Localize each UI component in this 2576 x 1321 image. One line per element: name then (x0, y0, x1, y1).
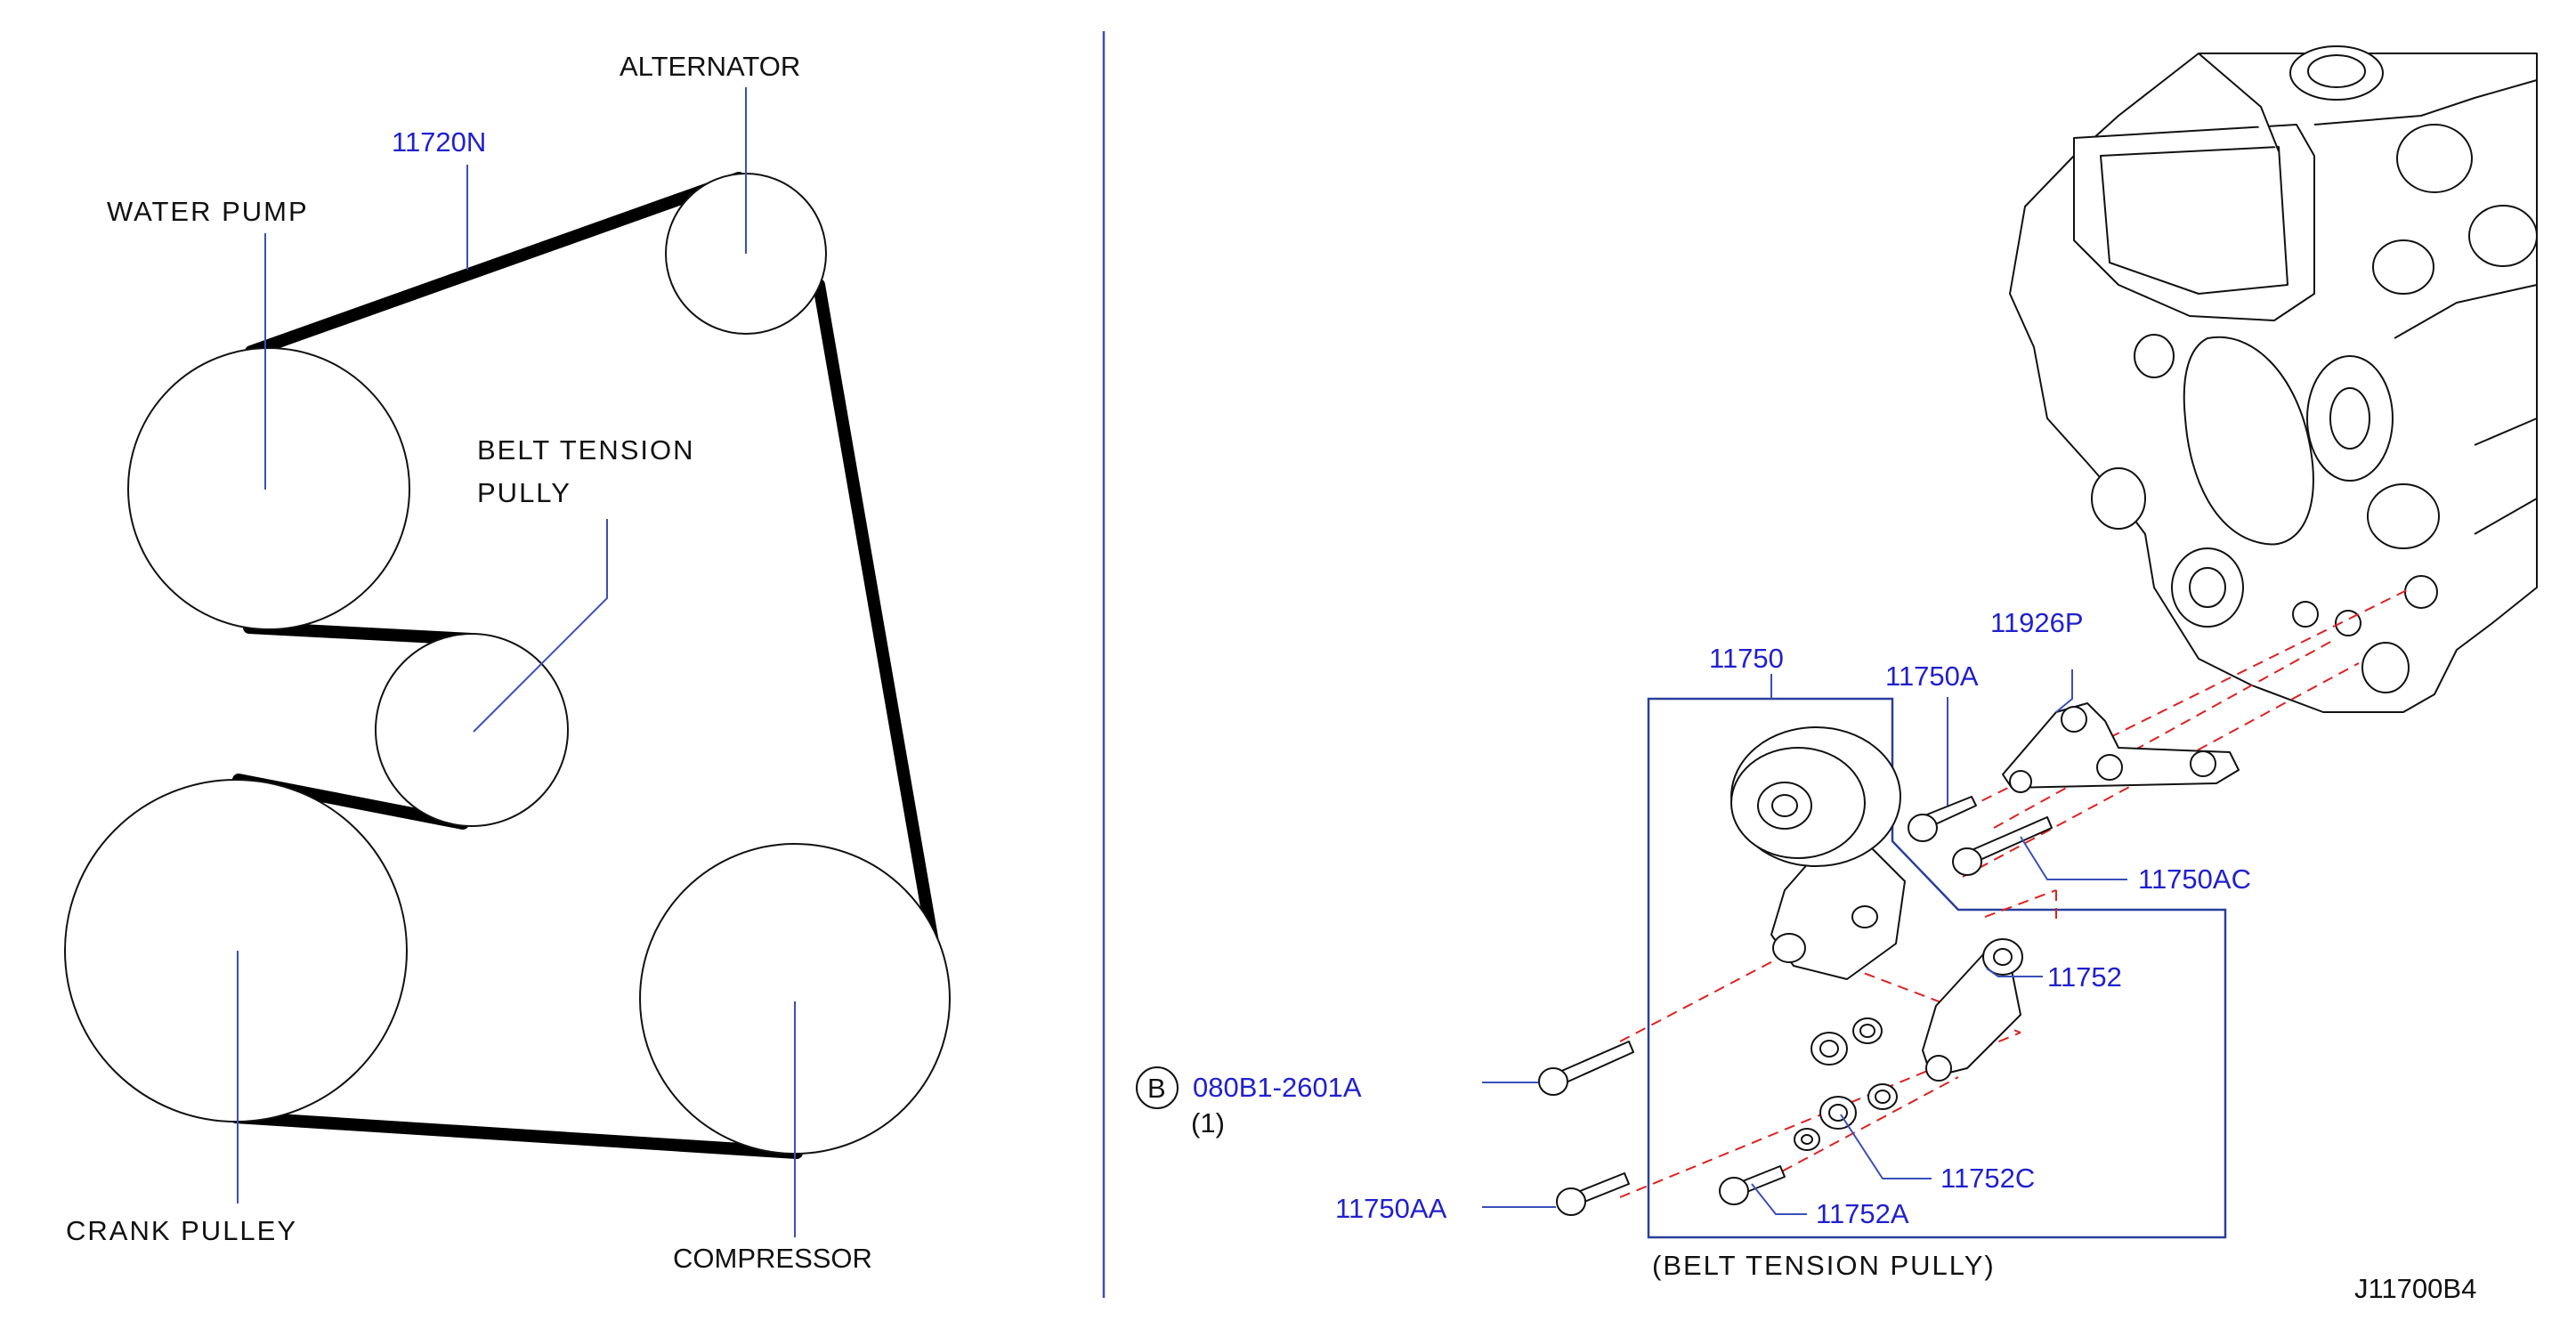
water-pump-pulley (127, 347, 410, 630)
part-11926p-label: 11926P (1990, 607, 2084, 638)
bracket-11926p (2002, 702, 2240, 793)
belt-tension-pulley (375, 633, 569, 827)
bolt-b-marker: B (1147, 1073, 1166, 1104)
bolt-b-marker-circle (1136, 1066, 1179, 1109)
bushings (1794, 1017, 1898, 1151)
bolt-11750a (1908, 796, 1977, 842)
bolt-080b1-2601a (1538, 1041, 1634, 1096)
belt-tension-label-line1: BELT TENSION (477, 434, 695, 466)
exploded-view: 11750 11926P 11750A 11750AC 11752 11752C… (1136, 45, 2538, 1281)
tensioner-caption: (BELT TENSION PULLY) (1652, 1250, 1996, 1281)
belt-tension-leader (473, 519, 608, 733)
part-080b1-2601a-label: 080B1-2601A (1193, 1072, 1362, 1103)
water-pump-label: WATER PUMP (107, 196, 309, 227)
part-11752-label: 11752 (2047, 961, 2122, 993)
bolt-11752a (1719, 1165, 1786, 1205)
part-11752c-label: 11752C (1940, 1163, 2035, 1194)
belt-routing-diagram: ALTERNATOR 11720N WATER PUMP BELT TENSIO… (64, 51, 951, 1274)
alternator-label: ALTERNATOR (620, 51, 800, 82)
part-11750-label: 11750 (1709, 643, 1784, 674)
part-11750aa-label: 11750AA (1335, 1193, 1447, 1224)
tensioner-pulley-part (1730, 726, 1906, 980)
part-11752a-label: 11752A (1816, 1198, 1909, 1229)
damper-part (1922, 938, 2023, 1082)
diagram-code: J11700B4 (2354, 1273, 2476, 1304)
belt-part-number: 11720N (392, 126, 486, 158)
bolt-11750aa (1556, 1172, 1630, 1216)
crank-pulley-label: CRANK PULLEY (66, 1215, 297, 1246)
part-leaders (1482, 669, 2127, 1215)
compressor-label: COMPRESSOR (673, 1243, 872, 1274)
bolt-11750ac (1952, 816, 2053, 876)
part-11750a-label: 11750A (1885, 660, 1979, 692)
belt-tension-label-line2: PULLY (477, 477, 571, 508)
crank-pulley (64, 779, 408, 1122)
tensioner-assembly-box (1647, 697, 2227, 1239)
bolt-b-quantity: (1) (1191, 1107, 1225, 1139)
engine-block-illustration (2009, 45, 2538, 713)
part-11750ac-label: 11750AC (2138, 863, 2251, 895)
